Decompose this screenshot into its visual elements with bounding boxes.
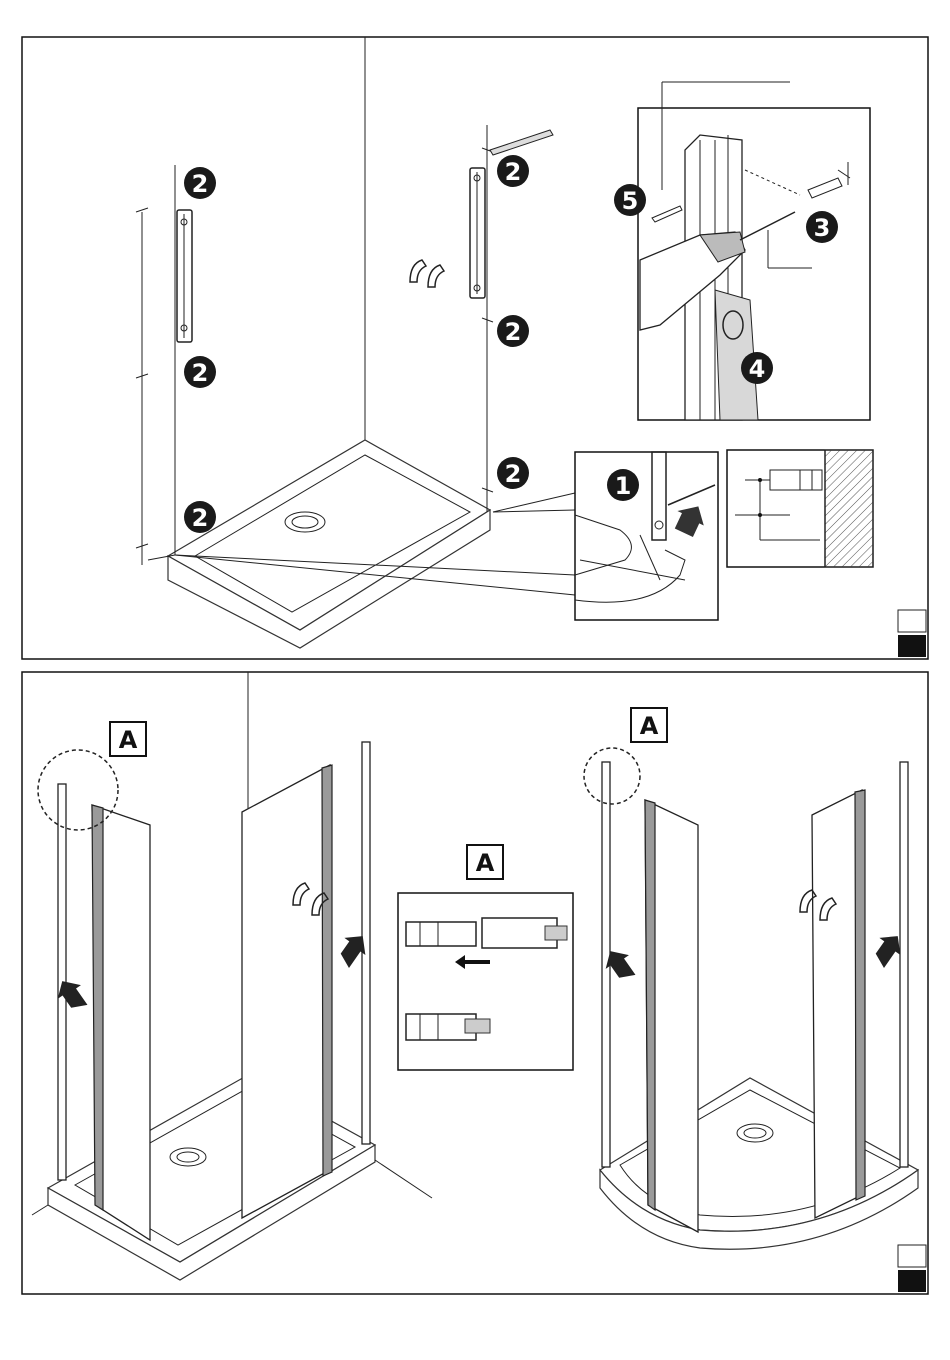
label-a-right: A bbox=[631, 708, 667, 742]
tray-mark-1: 1 bbox=[607, 469, 639, 501]
detail-mark-3: 3 bbox=[806, 211, 838, 243]
detail-label: A bbox=[119, 726, 138, 754]
right-mark-2: 2 bbox=[497, 315, 529, 347]
detail-mark-4: 4 bbox=[741, 352, 773, 384]
step-number: 1 bbox=[615, 472, 632, 500]
step-number: 2 bbox=[505, 158, 522, 186]
right-mark-3: 2 bbox=[497, 457, 529, 489]
page-marker-black bbox=[898, 635, 926, 657]
right-mark-1: 2 bbox=[497, 155, 529, 187]
panel-wall-profile-fixing: 2 2 2 2 2 2 bbox=[22, 37, 928, 659]
step-number: 3 bbox=[814, 214, 831, 242]
step-number: 5 bbox=[622, 187, 639, 215]
step-number: 2 bbox=[192, 359, 209, 387]
page-marker-white bbox=[898, 1245, 926, 1267]
step-number: 2 bbox=[192, 170, 209, 198]
page-marker-black bbox=[898, 1270, 926, 1292]
left-mark-3: 2 bbox=[184, 501, 216, 533]
drilling-detail: 5 3 4 bbox=[614, 82, 870, 420]
profile-section-detail bbox=[727, 450, 873, 567]
detail-label: A bbox=[476, 849, 495, 877]
panel-glass-assembly: A A bbox=[22, 672, 928, 1294]
step-number: 2 bbox=[192, 504, 209, 532]
left-mark-1: 2 bbox=[184, 167, 216, 199]
step-number: 2 bbox=[505, 460, 522, 488]
page-marker-white bbox=[898, 610, 926, 632]
tray-corner-detail: 1 bbox=[575, 452, 718, 620]
label-a-left: A bbox=[110, 722, 146, 756]
left-mark-2: 2 bbox=[184, 356, 216, 388]
step-number: 4 bbox=[749, 355, 766, 383]
detail-mark-5: 5 bbox=[614, 184, 646, 216]
step-number: 2 bbox=[505, 318, 522, 346]
detail-label: A bbox=[640, 712, 659, 740]
